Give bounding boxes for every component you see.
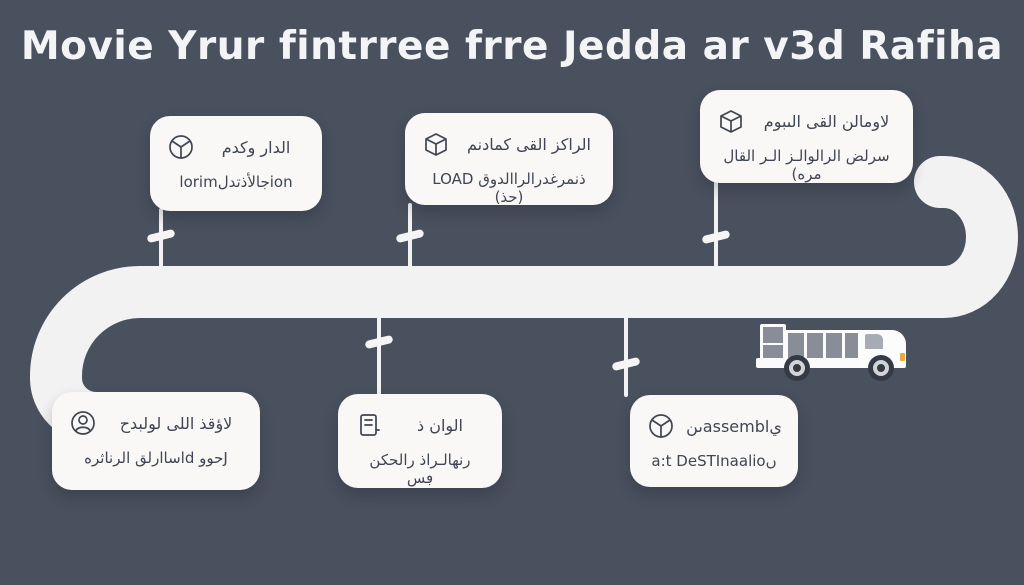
step-card-load: الراكز القى كمادنم ذنمرغدرالراالدوق LOAD…: [405, 113, 613, 206]
cube-icon: [716, 106, 746, 136]
connector-bottom-3: [624, 316, 628, 397]
step-card-assembly: ىنassemblي a:t DeSTInaalioں: [630, 395, 798, 487]
card-line1: الدار وكدم: [221, 137, 291, 157]
step-card-origin: الدار وكدم lorimجالأذتدلion: [150, 116, 322, 211]
truck-headlight: [900, 353, 905, 361]
truck-chassis: [756, 358, 870, 368]
package-circle-icon: [646, 411, 676, 441]
cube-icon: [421, 129, 451, 159]
card-line2: lorimجالأذتدلion: [179, 173, 293, 191]
card-line1: الوان ذ: [417, 415, 463, 435]
card-line1: الراكز القى كمادنم: [467, 134, 591, 154]
truck-tall-panel: [760, 324, 786, 364]
page-title: Movie Yrur fintrree frre Jedda ar v3d Ra…: [20, 24, 1004, 69]
connector-bottom-2: [377, 316, 381, 396]
clipboard-icon: [354, 410, 384, 440]
moving-truck: [756, 320, 912, 384]
card-line2: ذنمرغدرالراالدوق LOAD (حذ): [432, 170, 586, 206]
card-line2: اساارلق الرناثرهd حووJ: [84, 449, 228, 467]
card-line1: لاؤقذ اللى لولبدح: [119, 413, 233, 433]
connector-top-3: [714, 181, 718, 268]
card-line2: سرلض الرالوالـز الـر القال مره): [723, 147, 890, 183]
truck-front-wheel: [868, 355, 894, 381]
truck-window: [865, 334, 883, 349]
card-line2: رنهالـراذ رالحكن ڢس: [369, 451, 471, 487]
card-line2: a:t DeSTInaalioں: [651, 452, 777, 470]
truck-rear-wheel: [784, 355, 810, 381]
package-circle-icon: [166, 132, 196, 162]
step-card-checklist: الوان ذ رنهالـراذ رالحكن ڢس: [338, 394, 502, 488]
card-line1: لاومالن القى الىبوم: [763, 111, 890, 131]
step-card-jobs: لاؤقذ اللى لولبدح اساارلق الرناثرهd حووJ: [52, 392, 260, 490]
person-circle-icon: [68, 408, 98, 438]
step-card-transport: لاومالن القى الىبوم سرلض الرالوالـز الـر…: [700, 90, 913, 183]
card-line1: ىنassemblي: [686, 416, 782, 436]
